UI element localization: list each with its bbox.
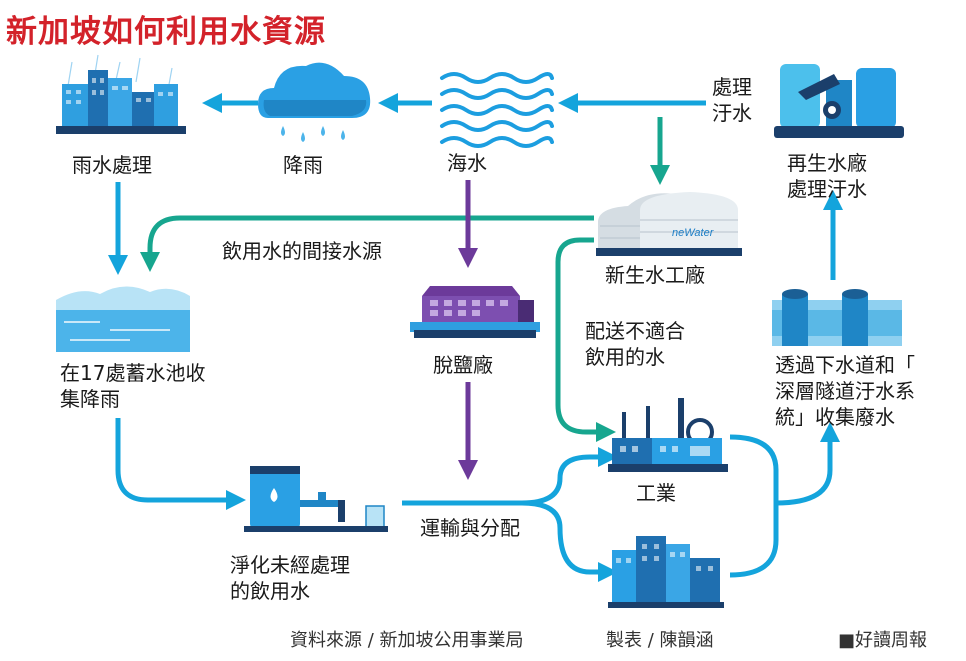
arrow-newater-to-industry [555, 237, 616, 442]
arrow-to-industry [521, 447, 618, 506]
arrow-newater-to-reservoir [140, 215, 594, 272]
arrow-homes-to-sewer [729, 503, 779, 578]
label-distribution: 運輸與分配 [420, 516, 520, 540]
label-potable-water: 淨化未經處理 的飲用水 [230, 553, 350, 603]
label-treated-sewage: 處理 汙水 [712, 75, 752, 125]
sea-waves-icon [440, 72, 554, 148]
arrow-to-sewer [775, 422, 840, 506]
label-newater-plant: 新生水工廠 [605, 263, 705, 287]
label-industry: 工業 [636, 481, 676, 505]
arrow-to-homes [521, 500, 618, 582]
label-reservoirs: 在17處蓄水池收 集降雨 [60, 361, 206, 411]
label-rain: 降雨 [283, 153, 323, 177]
footer-source: 資料來源 / 新加坡公用事業局 [290, 630, 524, 651]
water-tank-tap-icon [244, 466, 388, 532]
label-sewer-collect: 透過下水道和「 深層隧道汙水系 統」收集廢水 [775, 353, 915, 429]
desalination-plant-icon [410, 286, 540, 338]
label-seawater: 海水 [447, 151, 487, 175]
label-non-potable: 配送不適合 飲用的水 [585, 319, 685, 369]
city-rain-icon [56, 54, 186, 134]
newater-brand-label: neWater [672, 227, 715, 239]
water-reclamation-plant-icon [774, 64, 904, 138]
label-reclamation-plant: 再生水廠 處理汙水 [787, 151, 867, 201]
label-indirect-potable: 飲用水的間接水源 [222, 239, 382, 263]
footer-publisher: ■好讀周報 [838, 630, 928, 651]
newater-plant-icon: neWater [596, 192, 742, 256]
reservoir-icon [56, 286, 190, 352]
residential-buildings-icon [608, 536, 724, 608]
label-desalination: 脫鹽廠 [433, 353, 493, 377]
factory-icon [608, 398, 728, 472]
sewer-pipes-icon [772, 289, 902, 346]
arrow-reservoir-to-potable [115, 418, 246, 510]
page-title: 新加坡如何利用水資源 [6, 14, 326, 50]
label-rain-treatment: 雨水處理 [72, 153, 152, 177]
footer-credit: 製表 / 陳韻涵 [606, 630, 714, 651]
arrow-industry-to-sewer [729, 434, 779, 503]
rain-cloud-icon [258, 62, 371, 142]
